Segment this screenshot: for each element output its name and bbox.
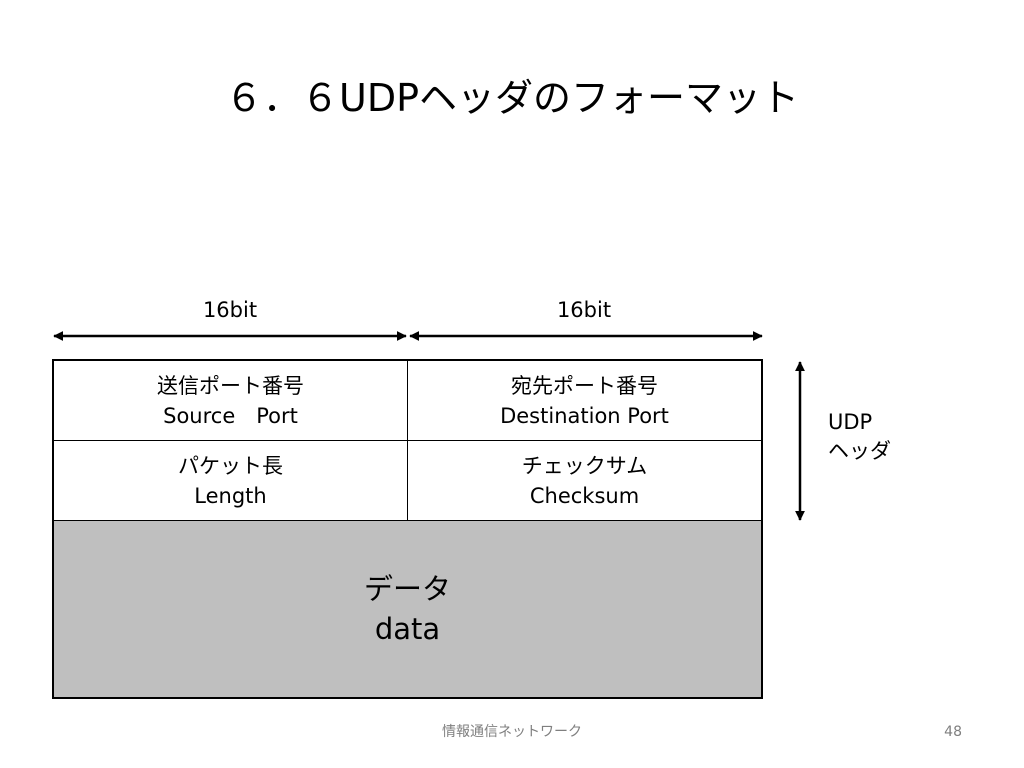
source-port-label-en: Source Port (163, 403, 298, 428)
data-label-ja: データ (363, 572, 451, 606)
checksum-label-ja: チェックサム (521, 453, 648, 478)
udp-header-label-line2: ヘッダ (828, 439, 891, 463)
footer-course-name: 情報通信ネットワーク (442, 724, 582, 740)
source-port-label-ja: 送信ポート番号 (157, 373, 304, 398)
checksum-label-en: Checksum (529, 483, 640, 508)
width-label-left: 16bit (202, 298, 258, 322)
destination-port-label-en: Destination Port (500, 403, 669, 428)
udp-header-label-line1: UDP (828, 410, 873, 434)
length-label-en: Length (194, 483, 267, 508)
length-field: パケット長 Length (52, 440, 408, 521)
length-label-ja: パケット長 (178, 453, 283, 478)
width-label-right: 16bit (556, 298, 612, 322)
destination-port-label-ja: 宛先ポート番号 (511, 373, 658, 398)
checksum-field: チェックサム Checksum (407, 440, 763, 521)
source-port-field: 送信ポート番号 Source Port (52, 359, 408, 441)
udp-header-label: UDP ヘッダ (828, 408, 891, 466)
destination-port-field: 宛先ポート番号 Destination Port (407, 359, 763, 441)
data-field: データ data (52, 520, 763, 699)
page-number: 48 (944, 724, 962, 740)
data-label-en: data (374, 612, 441, 646)
slide-title: ６．６UDPヘッダのフォーマット (225, 76, 799, 120)
